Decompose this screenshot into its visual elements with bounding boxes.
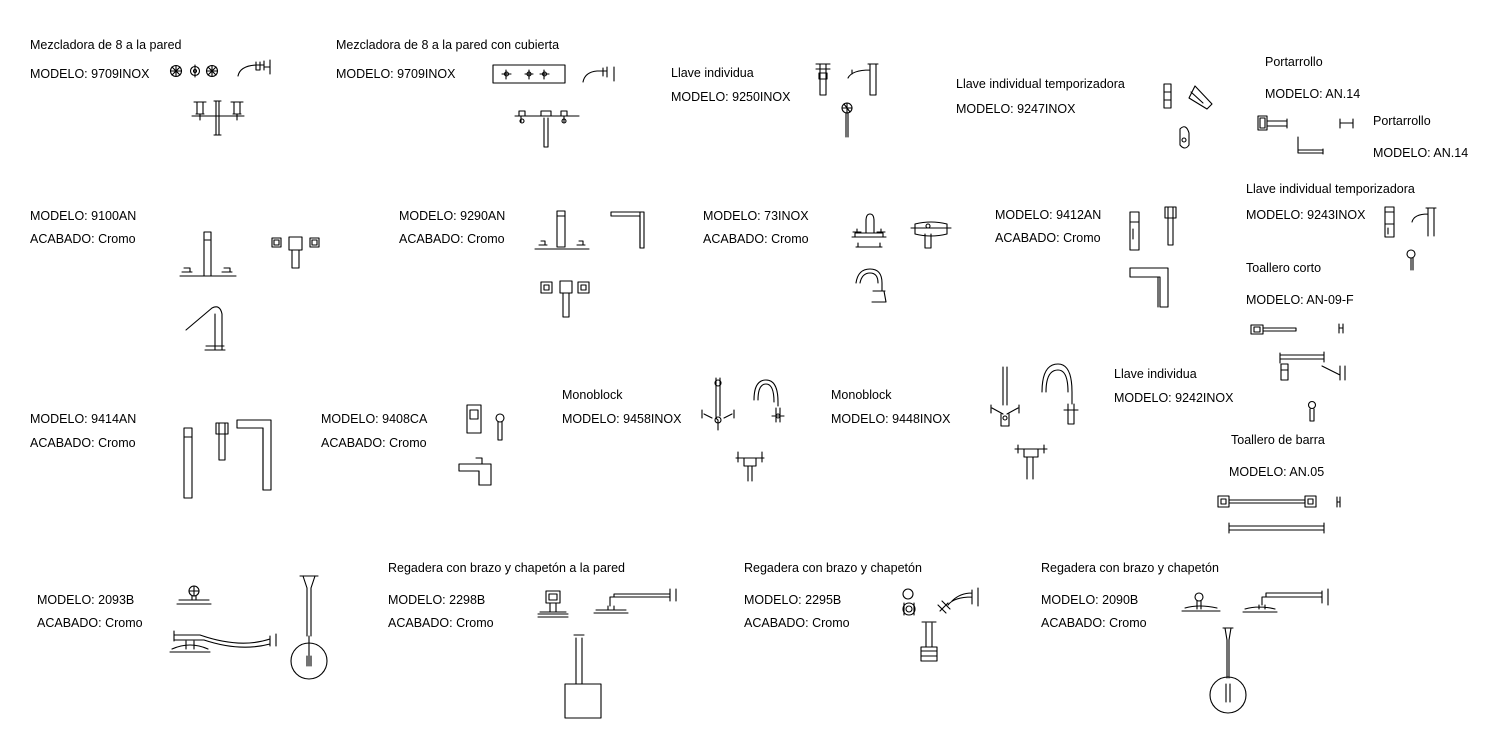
label-b9-model: MODELO: 73INOX [703, 209, 809, 223]
label-b12-model: MODELO: AN-09-F [1246, 293, 1354, 307]
label-b4-title: Llave individual temporizadora [956, 77, 1125, 91]
toilet-roll-holder-an14-drawing [1258, 116, 1353, 154]
shower-2090b-drawing [1182, 589, 1328, 713]
shower-2298b-drawing [538, 589, 676, 718]
label-b19-model: MODELO: 2093B [37, 593, 135, 607]
label-b11-model: MODELO: 9243INOX [1246, 208, 1366, 222]
label-b17-title: Llave individua [1114, 367, 1197, 381]
label-b20-title: Regadera con brazo y chapetón a la pared [388, 561, 625, 575]
label-b21-finish: ACABADO: Cromo [744, 616, 850, 630]
label-b21-title: Regadera con brazo y chapetón [744, 561, 922, 575]
label-b5-model: MODELO: AN.14 [1265, 87, 1361, 101]
single-faucet-9250-drawing [816, 64, 878, 137]
label-b4-model: MODELO: 9247INOX [956, 102, 1076, 116]
label-b7-finish: ACABADO: Cromo [30, 232, 136, 246]
wall-mixer-cover-9709-drawing [493, 65, 614, 147]
faucet-set-9290an-drawing [535, 211, 644, 317]
label-b15-title: Monoblock [562, 388, 623, 402]
label-b21-model: MODELO: 2295B [744, 593, 842, 607]
label-b18-model: MODELO: AN.05 [1229, 465, 1325, 479]
label-b17-model: MODELO: 9242INOX [1114, 391, 1234, 405]
faucet-set-9414an-drawing [184, 420, 271, 498]
label-b20-model: MODELO: 2298B [388, 593, 486, 607]
label-b12-title: Toallero corto [1246, 261, 1322, 275]
label-b6-model: MODELO: AN.14 [1373, 146, 1469, 160]
label-b10-finish: ACABADO: Cromo [995, 231, 1101, 245]
label-b14-model: MODELO: 9408CA [321, 412, 428, 426]
faucet-set-73inox-drawing [852, 214, 951, 302]
shower-2093b-drawing [170, 576, 327, 679]
faucet-set-9412an-drawing [1130, 207, 1176, 307]
monoblock-9458-drawing [702, 378, 784, 481]
label-b3-model: MODELO: 9250INOX [671, 90, 791, 104]
label-b16-model: MODELO: 9448INOX [831, 412, 951, 426]
label-b15-model: MODELO: 9458INOX [562, 412, 682, 426]
label-b5-title: Portarrollo [1265, 55, 1323, 69]
timed-faucet-9243-drawing [1385, 207, 1436, 270]
wall-mixer-9709-drawing [171, 60, 271, 135]
faucet-set-9100an-drawing [180, 232, 319, 350]
label-b20-finish: ACABADO: Cromo [388, 616, 494, 630]
label-b13-finish: ACABADO: Cromo [30, 436, 136, 450]
label-b2-model: MODELO: 9709INOX [336, 67, 456, 81]
label-b2-title: Mezcladora de 8 a la pared con cubierta [336, 38, 560, 52]
label-b18-title: Toallero de barra [1231, 433, 1325, 447]
label-b16-title: Monoblock [831, 388, 892, 402]
label-b13-model: MODELO: 9414AN [30, 412, 137, 426]
label-b14-finish: ACABADO: Cromo [321, 436, 427, 450]
label-b10-model: MODELO: 9412AN [995, 208, 1102, 222]
timed-faucet-9247-drawing [1164, 84, 1212, 148]
short-towel-bar-an09f-drawing [1251, 324, 1345, 421]
label-b1-model: MODELO: 9709INOX [30, 67, 150, 81]
shower-2295b-drawing [903, 588, 978, 661]
label-b3-title: Llave individua [671, 66, 754, 80]
monoblock-9448-drawing [991, 364, 1078, 479]
label-b22-finish: ACABADO: Cromo [1041, 616, 1147, 630]
label-b11-title: Llave individual temporizadora [1246, 182, 1415, 196]
towel-bar-an05-drawing [1218, 496, 1340, 533]
label-b8-model: MODELO: 9290AN [399, 209, 506, 223]
label-b8-finish: ACABADO: Cromo [399, 232, 505, 246]
label-b22-title: Regadera con brazo y chapetón [1041, 561, 1219, 575]
label-b9-finish: ACABADO: Cromo [703, 232, 809, 246]
label-b6-title: Portarrollo [1373, 114, 1431, 128]
label-b7-model: MODELO: 9100AN [30, 209, 137, 223]
label-b22-model: MODELO: 2090B [1041, 593, 1139, 607]
label-b1-title: Mezcladora de 8 a la pared [30, 38, 182, 52]
label-b19-finish: ACABADO: Cromo [37, 616, 143, 630]
faucet-set-9408ca-drawing [459, 405, 504, 485]
